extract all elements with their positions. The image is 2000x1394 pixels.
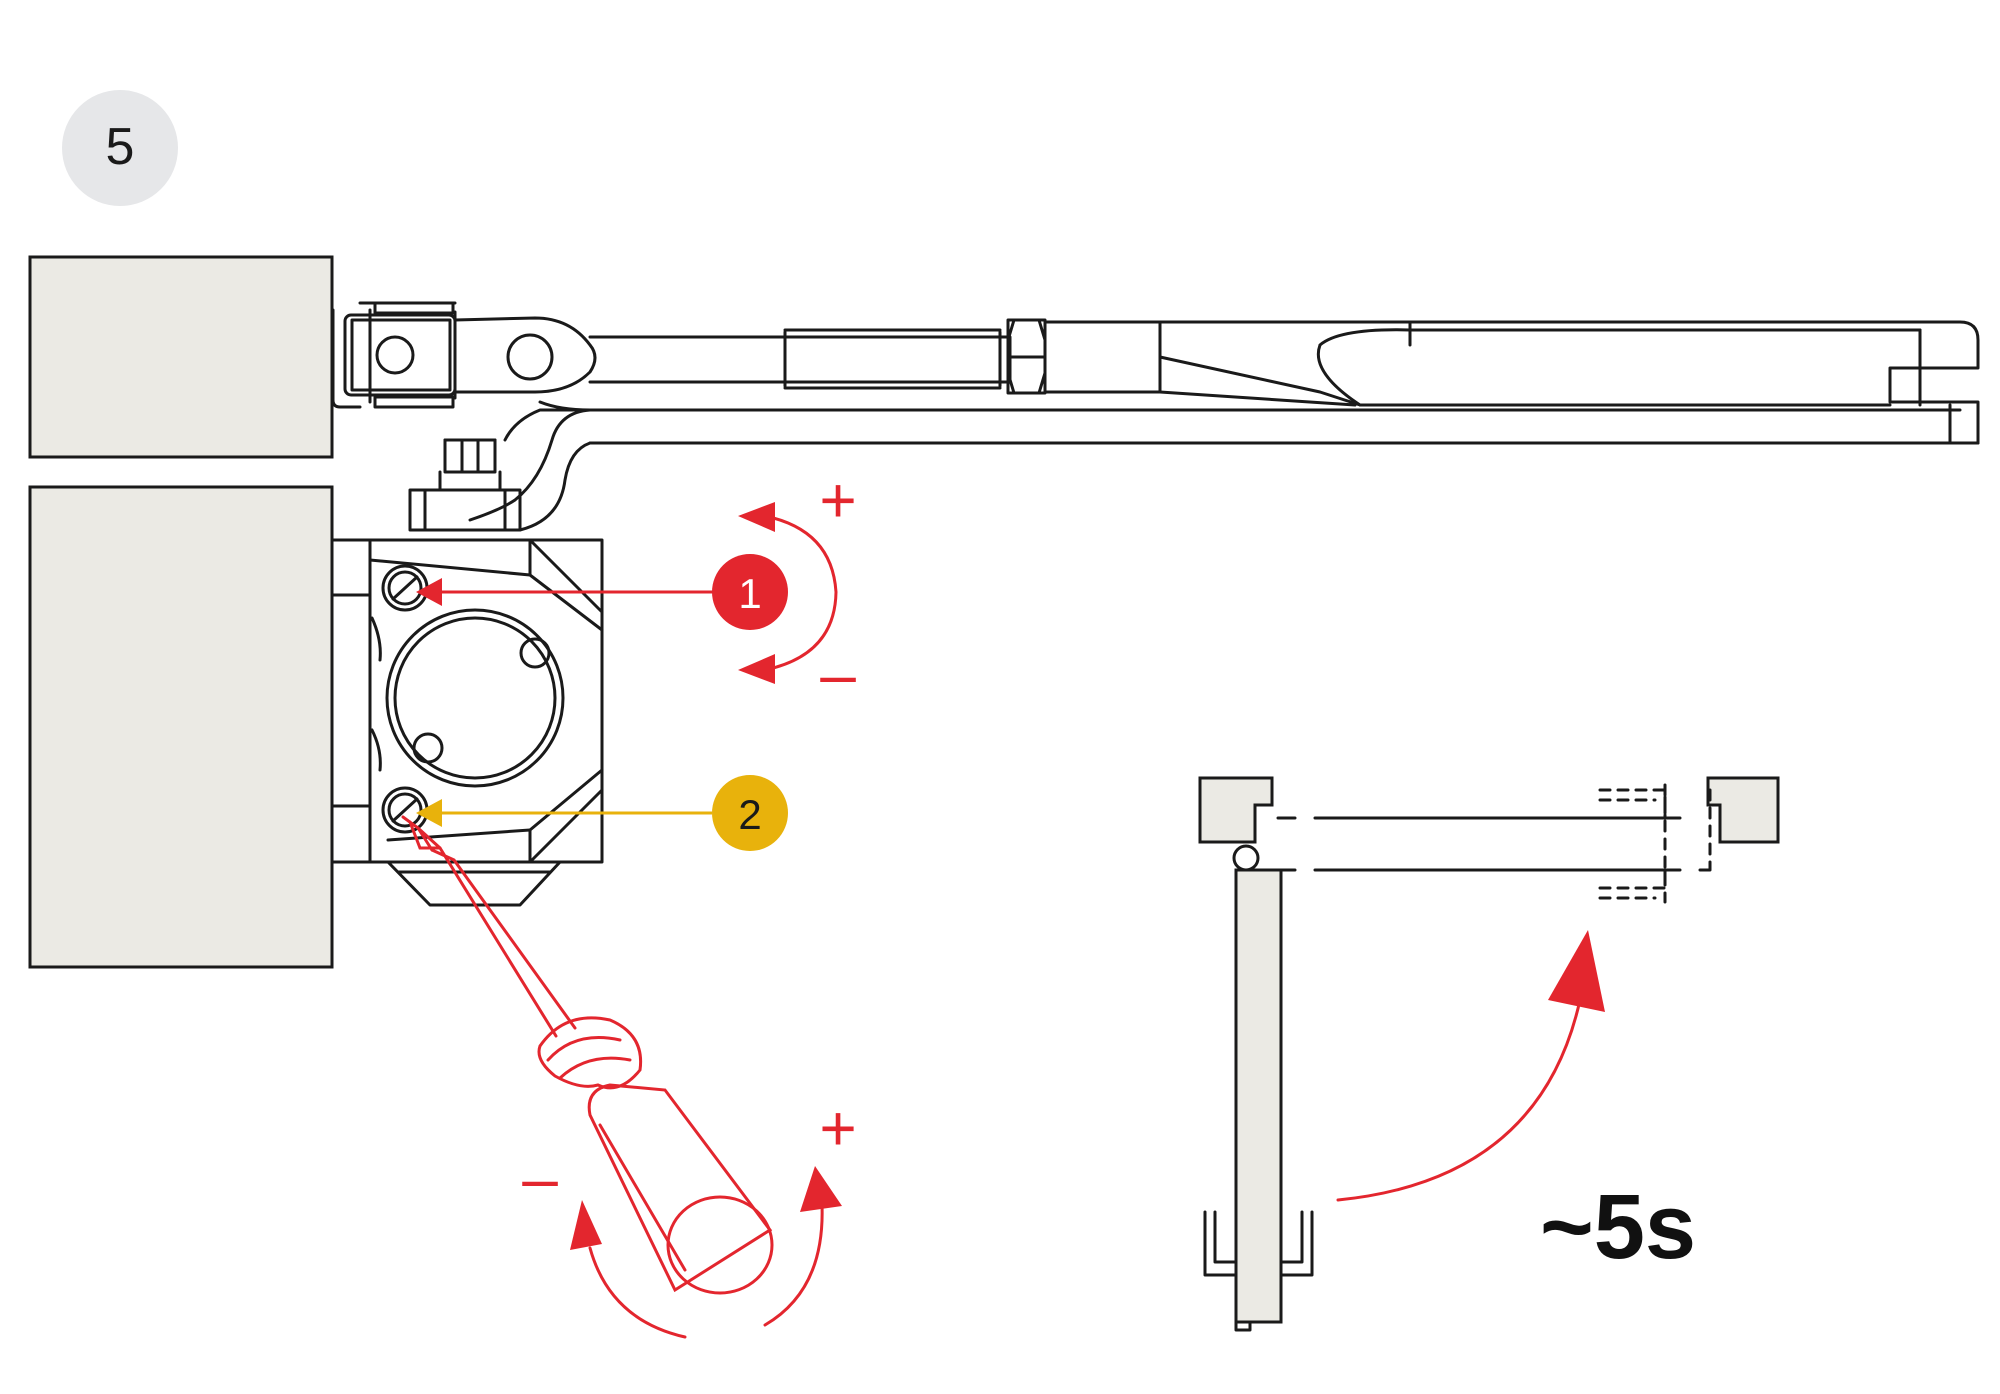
valve-2-number: 2 [738,791,761,838]
frame-block-bottom [28,485,334,969]
valve-1-callout: 1 [416,554,788,630]
screwdriver-minus-sign: – [522,1142,558,1214]
rotation-arrow-icon: + – [738,464,857,710]
step-badge: 5 [62,90,178,206]
valve-1-badge [712,554,788,630]
duration-label: ~5s [1540,1176,1696,1278]
valve-screw-2[interactable] [381,786,429,834]
door-swing-icon [1198,776,1780,1332]
screwdriver-plus-sign: + [819,1092,856,1164]
screwdriver-icon [401,815,774,1295]
valve-1-minus-sign: – [820,638,856,710]
valve-1-plus-sign: + [819,464,856,536]
door-closer-icon [331,301,1980,532]
screwdriver-rotation-arrows: – + [522,1092,857,1339]
valve-screw-1[interactable] [381,564,429,612]
step-number: 5 [106,118,135,176]
frame-block-top [28,255,334,459]
closer-body [331,538,604,907]
valve-1-number: 1 [738,570,761,617]
valve-2-badge [712,775,788,851]
valve-2-callout: 2 [416,775,788,851]
